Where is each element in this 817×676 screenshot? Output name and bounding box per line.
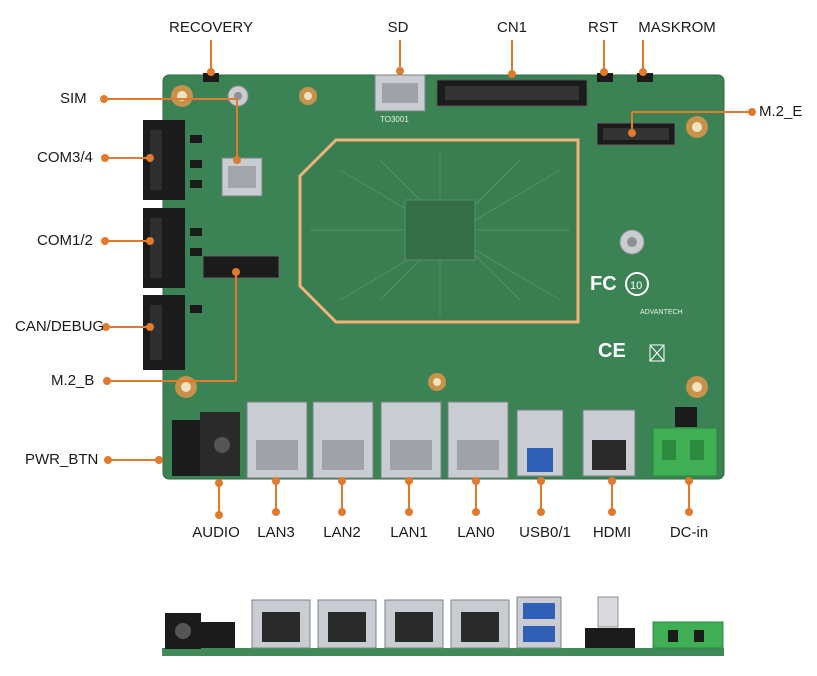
rst-switch [597,73,613,82]
label-can-debug: CAN/DEBUG [15,318,105,335]
sd-slot-inner [382,83,418,103]
label-recovery: RECOVERY [169,19,253,36]
label-dc-in: DC-in [669,524,709,541]
front-dc-in [652,621,724,649]
label-lan3: LAN3 [257,524,295,541]
usb-port [516,409,564,477]
label-usb: USB0/1 [519,524,571,541]
soc-chip [404,199,476,261]
audio-jack [172,412,240,476]
label-pwr-btn: PWR_BTN [25,451,99,468]
label-m2e: M.2_E [759,103,803,120]
front-hdmi [585,628,635,648]
label-hdmi: HDMI [592,524,632,541]
svg-text:10: 10 [630,280,642,292]
front-hdmi-bracket [597,596,619,628]
ce-mark: CE [598,340,626,362]
fcc-mark: FC [590,273,617,295]
front-pwr-btn [201,622,235,648]
dc-in-terminal [652,407,718,477]
label-cn1: CN1 [496,19,528,36]
mounting-holes [171,85,708,398]
label-com34: COM3/4 [37,149,93,166]
label-lan0: LAN0 [457,524,495,541]
recovery-switch [203,73,219,82]
hdmi-port [582,409,636,477]
m2b-slot [202,255,280,279]
front-view [162,596,724,656]
label-rst: RST [588,19,618,36]
label-maskrom: MASKROM [638,19,716,36]
label-audio: AUDIO [192,524,240,541]
label-lan2: LAN2 [323,524,361,541]
label-sim: SIM [60,90,87,107]
label-lan1: LAN1 [390,524,428,541]
callouts [100,40,756,519]
silkscreen-brand: ADVANTECH [640,309,683,316]
left-small-headers [190,135,202,313]
silkscreen-sd-code: TO3001 [380,115,409,124]
label-com12: COM1/2 [37,232,93,249]
label-sd: SD [387,19,409,36]
maskrom-switch [637,73,653,82]
label-m2b: M.2_B [51,372,95,389]
